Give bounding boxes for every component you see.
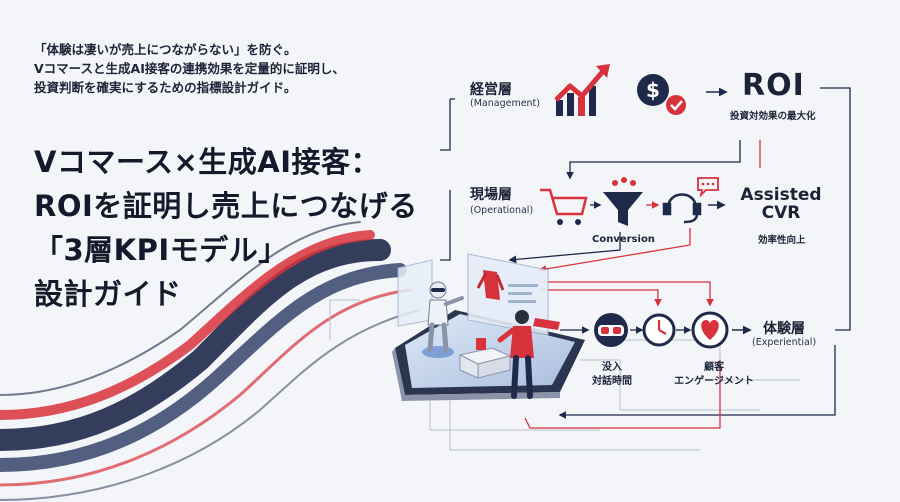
management-label: 経営層 bbox=[470, 82, 512, 98]
svg-text:$: $ bbox=[646, 78, 660, 102]
intro-line-3: 投資判断を確実にするための指標設計ガイド。 bbox=[34, 80, 297, 95]
assisted-line-1: Assisted bbox=[740, 185, 822, 205]
title-line-3: 「3層KPIモデル」 bbox=[34, 233, 288, 267]
engagement-line-2: エンゲージメント bbox=[674, 376, 754, 387]
assisted-cvr-result: Assisted CVR bbox=[736, 186, 826, 222]
intro-text: 「体験は凄いが売上につながらない」を防ぐ。 Vコマースと生成AI接客の連携効果を… bbox=[34, 40, 345, 97]
dollar-coin-icon: $ bbox=[637, 74, 669, 106]
clock-icon bbox=[642, 313, 676, 347]
engagement-line-1: 顧客 bbox=[704, 362, 724, 373]
title-line-1: Vコマース×生成AI接客： bbox=[34, 145, 381, 179]
operational-label: 現場層 bbox=[470, 187, 512, 203]
conversion-label: Conversion bbox=[592, 234, 655, 245]
intro-line-1: 「体験は凄いが売上につながらない」を防ぐ。 bbox=[34, 42, 297, 57]
funnel-icon bbox=[603, 177, 643, 226]
chat-bubble-icon bbox=[697, 177, 719, 198]
immersion-line-2: 対話時間 bbox=[592, 376, 632, 387]
main-title: Vコマース×生成AI接客： ROIを証明し売上につなげる 「3層KPIモデル」 … bbox=[34, 140, 418, 316]
shopper-figure-icon bbox=[497, 310, 534, 399]
immersion-line-1: 没入 bbox=[602, 362, 622, 373]
growth-chart-icon bbox=[554, 64, 610, 116]
intro-line-2: Vコマースと生成AI接客の連携効果を定量的に証明し、 bbox=[34, 61, 345, 76]
headset-icon bbox=[662, 193, 702, 224]
operational-label-en: (Operational) bbox=[470, 205, 534, 216]
management-label-en: (Management) bbox=[470, 98, 540, 109]
immersion-metric: 没入 対話時間 bbox=[588, 361, 636, 389]
flowing-ribbon bbox=[0, 221, 421, 501]
shopping-cart-icon bbox=[540, 188, 588, 225]
heart-icon bbox=[691, 311, 729, 349]
checkmark-icon bbox=[666, 95, 686, 115]
engagement-metric: 顧客 エンゲージメント bbox=[668, 361, 760, 389]
ai-robot-icon bbox=[422, 281, 464, 358]
assisted-line-2: CVR bbox=[761, 203, 801, 223]
title-line-4: 設計ガイド bbox=[34, 277, 182, 311]
assisted-cvr-subtitle: 効率性向上 bbox=[758, 235, 806, 246]
title-line-2: ROIを証明し売上につなげる bbox=[34, 189, 418, 223]
experiential-label-en: (Experiential) bbox=[752, 337, 817, 348]
roi-result: ROI bbox=[742, 68, 805, 103]
experiential-label: 体験層 bbox=[763, 321, 805, 337]
vr-headset-icon bbox=[594, 313, 628, 347]
product-box bbox=[458, 338, 512, 379]
roi-subtitle: 投資対効果の最大化 bbox=[730, 111, 816, 122]
